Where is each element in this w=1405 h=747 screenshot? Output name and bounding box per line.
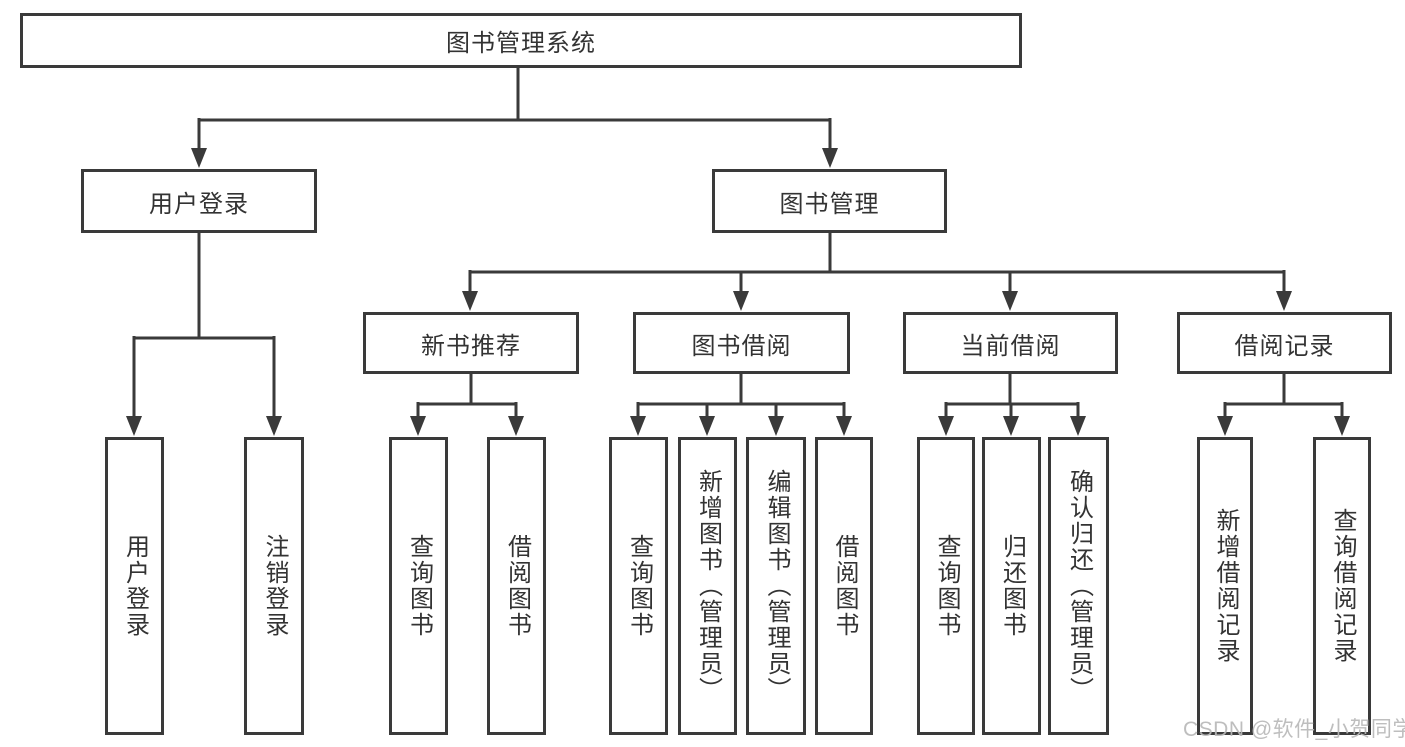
leaf-borrow-books: 借阅图书 — [815, 437, 873, 735]
leaf-add-borrow-record-label: 新增借阅记录 — [1212, 508, 1239, 664]
leaf-logout: 注销登录 — [244, 437, 304, 735]
node-user-login-label: 用户登录 — [149, 190, 249, 218]
node-book-management-label: 图书管理 — [779, 190, 880, 218]
leaf-user-login: 用户登录 — [105, 437, 164, 735]
leaf-query-borrow-record: 查询借阅记录 — [1313, 437, 1371, 735]
leaf-borrow-books-label: 借阅图书 — [831, 534, 858, 638]
node-book-borrowing-label: 图书借阅 — [691, 332, 792, 360]
leaf-borrow-books-recommend: 借阅图书 — [487, 437, 546, 735]
node-book-borrowing: 图书借阅 — [633, 312, 850, 374]
node-borrowing-records-label: 借阅记录 — [1234, 332, 1335, 360]
leaf-logout-label: 注销登录 — [261, 534, 288, 638]
leaf-query-books-borrow-label: 查询图书 — [625, 534, 653, 638]
leaf-user-login-label: 用户登录 — [121, 534, 149, 638]
leaf-query-books-recommend-label: 查询图书 — [405, 534, 433, 638]
leaf-query-books-recommend: 查询图书 — [389, 437, 448, 735]
node-borrowing-records: 借阅记录 — [1177, 312, 1392, 374]
node-new-book-recommendation: 新书推荐 — [363, 312, 579, 374]
connector-current — [944, 374, 1080, 418]
leaf-query-borrow-record-label: 查询借阅记录 — [1329, 508, 1356, 664]
connector-new-book — [416, 374, 518, 418]
leaf-add-borrow-record: 新增借阅记录 — [1197, 437, 1253, 735]
leaf-edit-books-admin: 编辑图书（管理员） — [746, 437, 806, 735]
leaf-borrow-books-recommend-label: 借阅图书 — [503, 534, 531, 638]
leaf-return-books-label: 归还图书 — [998, 534, 1026, 638]
node-current-borrowing: 当前借阅 — [903, 312, 1118, 374]
root-node-label: 图书管理系统 — [446, 30, 596, 57]
leaf-confirm-return-admin-label: 确认归还（管理员） — [1065, 469, 1093, 703]
connector-user-login — [132, 233, 276, 418]
leaf-edit-books-admin-label: 编辑图书（管理员） — [763, 469, 790, 703]
leaf-query-books-current-label: 查询图书 — [933, 534, 960, 638]
node-user-login: 用户登录 — [81, 169, 317, 233]
leaf-query-books-borrow: 查询图书 — [609, 437, 668, 735]
connector-borrowing — [636, 374, 846, 418]
leaf-add-books-admin-label: 新增图书（管理员） — [694, 469, 722, 703]
leaf-query-books-current: 查询图书 — [917, 437, 975, 735]
connector-records — [1223, 374, 1344, 418]
leaf-return-books: 归还图书 — [982, 437, 1041, 735]
root-node: 图书管理系统 — [20, 13, 1022, 68]
leaf-confirm-return-admin: 确认归还（管理员） — [1048, 437, 1109, 735]
node-new-book-recommendation-label: 新书推荐 — [421, 332, 521, 360]
csdn-watermark: CSDN @软件_小贺同学 — [1183, 718, 1405, 741]
connector-book-management — [468, 233, 1286, 293]
node-current-borrowing-label: 当前借阅 — [960, 332, 1061, 360]
node-book-management: 图书管理 — [712, 169, 947, 233]
arrowheads — [126, 148, 1350, 436]
connector-root — [197, 68, 832, 150]
leaf-add-books-admin: 新增图书（管理员） — [678, 437, 737, 735]
